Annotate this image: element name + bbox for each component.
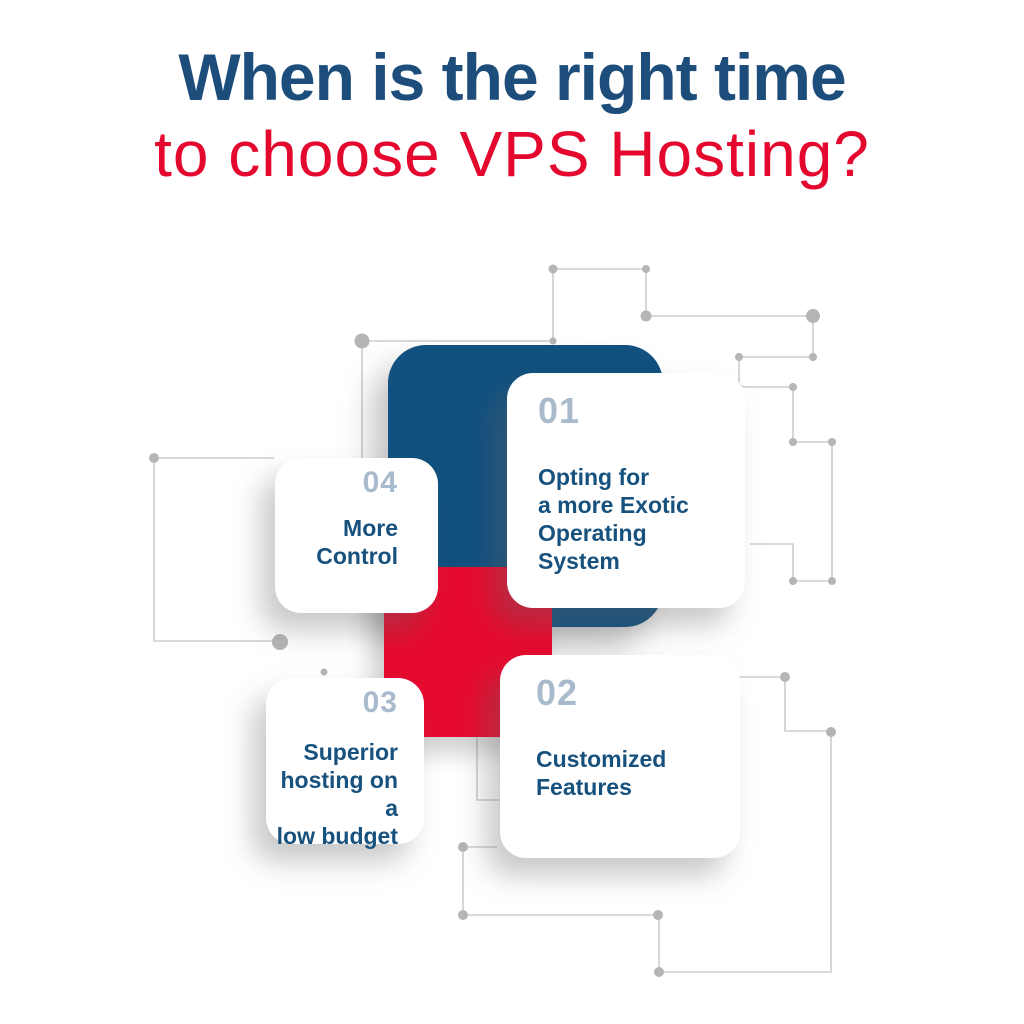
- title-line-2: to choose VPS Hosting?: [154, 118, 870, 190]
- card-02-customized-features: 02 Customized Features: [500, 655, 740, 858]
- card-04-text: More Control: [316, 514, 398, 570]
- card-02-text-line: Features: [536, 774, 632, 800]
- card-01-text-line: Operating System: [538, 520, 647, 574]
- card-03-number: 03: [362, 686, 398, 719]
- card-01-text-line: a more Exotic: [538, 492, 689, 518]
- card-04-text-line: More: [343, 515, 398, 541]
- title-line-1: When is the right time: [178, 40, 846, 114]
- card-02-text: Customized Features: [536, 745, 666, 801]
- card-02-text-line: Customized: [536, 746, 667, 772]
- card-01-text: Opting for a more Exotic Operating Syste…: [538, 463, 729, 575]
- card-01-text-line: Opting for: [538, 464, 650, 490]
- card-03-superior-hosting: 03 Superior hosting on a low budget: [266, 678, 424, 849]
- card-04-more-control: 04 More Control: [275, 458, 438, 613]
- card-04-text-line: Control: [316, 543, 398, 569]
- card-03-text-line: Superior: [303, 739, 398, 765]
- card-03-text: Superior hosting on a low budget: [276, 738, 398, 850]
- card-02-number: 02: [536, 672, 579, 713]
- card-01-exotic-os: 01 Opting for a more Exotic Operating Sy…: [507, 373, 745, 608]
- card-03-text-line: low budget: [276, 823, 398, 849]
- card-04-number: 04: [362, 466, 398, 499]
- card-01-number: 01: [538, 390, 581, 431]
- card-03-text-line: hosting on a: [280, 767, 398, 821]
